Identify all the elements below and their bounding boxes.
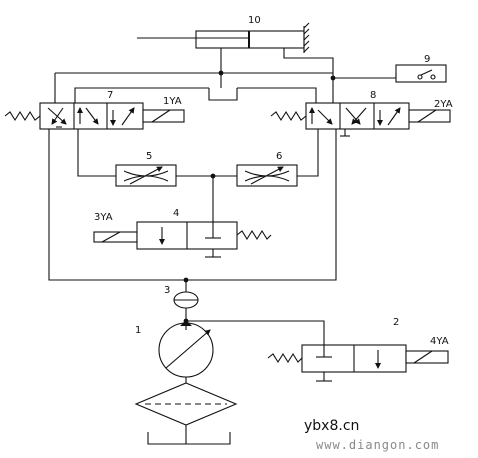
throttle-valve-6	[236, 164, 298, 187]
directional-valve-8	[270, 102, 451, 137]
label-valve-2: 2	[393, 317, 399, 328]
label-cylinder-10: 10	[248, 15, 261, 26]
directional-valve-7	[4, 102, 185, 130]
pipe-network	[48, 48, 397, 345]
watermark-url: www.diangon.com	[316, 438, 439, 452]
cylinder-10	[137, 22, 310, 53]
directional-valve-2	[267, 344, 449, 382]
label-solenoid-4ya: 4YA	[430, 336, 449, 347]
label-throttle-6: 6	[276, 151, 282, 162]
label-pump-1: 1	[135, 325, 141, 336]
component-labels: 10 9 7 1YA 8 2YA 5 6 3YA 4 3 1 2 4YA	[94, 15, 453, 347]
label-solenoid-1ya: 1YA	[163, 96, 182, 107]
pressure-switch-9	[395, 64, 447, 83]
check-valve-3	[173, 291, 199, 309]
label-solenoid-2ya: 2YA	[434, 99, 453, 110]
label-valve-7: 7	[107, 90, 113, 101]
label-throttle-5: 5	[146, 151, 152, 162]
watermarks: ybx8.cn www.diangon.com	[304, 418, 439, 452]
throttle-valve-5	[115, 164, 177, 187]
label-check-3: 3	[164, 285, 170, 296]
label-solenoid-3ya: 3YA	[94, 212, 113, 223]
label-valve-8: 8	[370, 90, 376, 101]
directional-valve-4	[93, 221, 272, 258]
variable-pump-1	[158, 320, 214, 383]
label-valve-4: 4	[173, 208, 179, 219]
filter	[134, 382, 238, 445]
label-switch-9: 9	[424, 54, 430, 65]
watermark-site: ybx8.cn	[304, 418, 359, 434]
